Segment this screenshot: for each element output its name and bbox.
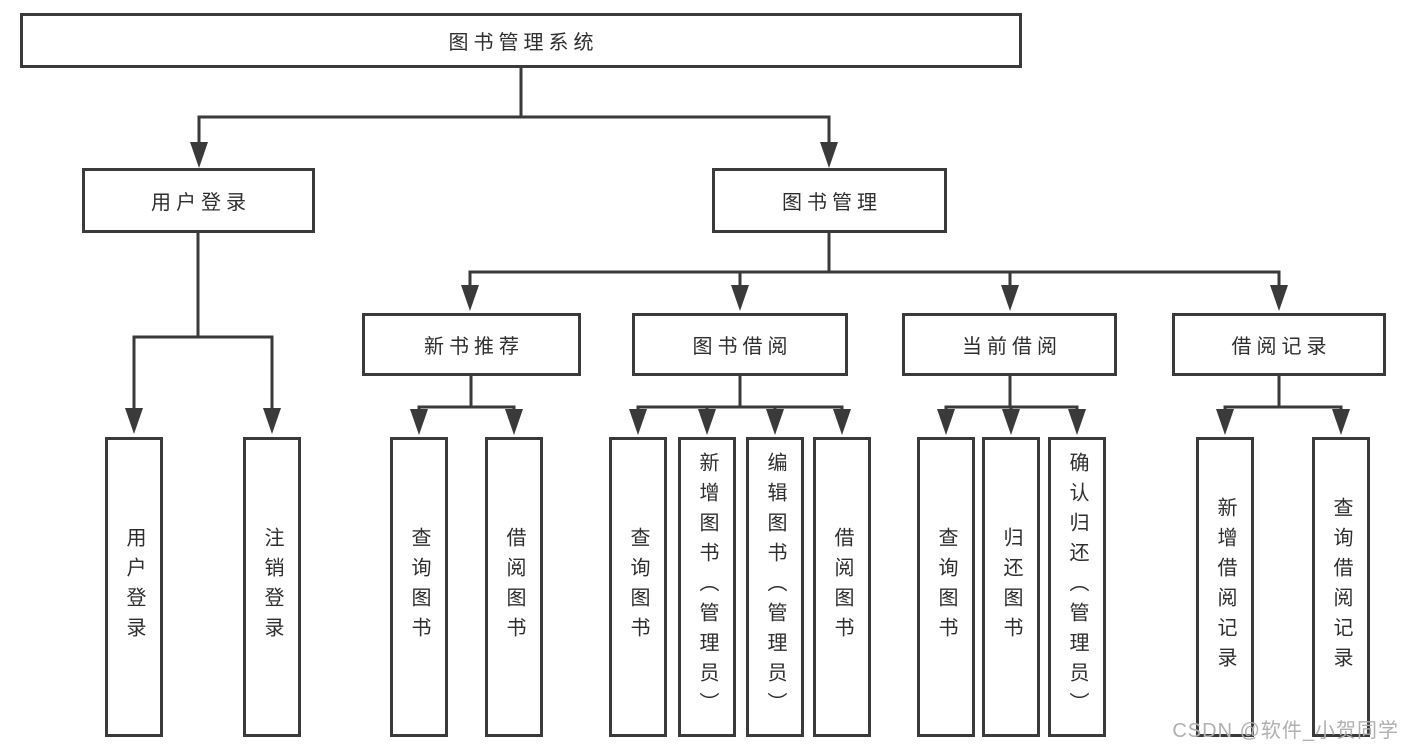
leaf-label: 查询借阅记录 <box>1330 497 1352 677</box>
node-leaf-cb-confirm-return: 确认归还（管理员） <box>1048 437 1106 737</box>
arrowhead <box>263 408 281 434</box>
leaf-label: 归还图书 <box>1000 527 1022 647</box>
arrowhead <box>125 408 143 434</box>
node-leaf-br-add-record: 新增借阅记录 <box>1196 437 1254 737</box>
node-root: 图书管理系统 <box>20 13 1022 68</box>
arrowhead <box>410 409 428 435</box>
arrowhead <box>190 142 208 168</box>
arrowhead <box>1068 409 1086 435</box>
edges-from-book-borrow <box>629 375 851 435</box>
arrowhead <box>833 409 851 435</box>
leaf-label: 新增借阅记录 <box>1214 497 1236 677</box>
node-book-borrow-label: 图书借阅 <box>692 336 793 358</box>
node-user-login: 用户登录 <box>82 168 315 233</box>
arrowhead <box>1270 285 1288 311</box>
node-leaf-logout: 注销登录 <box>243 437 301 737</box>
node-current-borrow-label: 当前借阅 <box>962 336 1062 358</box>
arrowhead <box>731 285 749 311</box>
leaf-label: 确认归还（管理员） <box>1066 452 1088 722</box>
node-book-mgmt-label: 图书管理 <box>782 192 882 214</box>
node-leaf-cb-query-book: 查询图书 <box>917 437 975 737</box>
arrowhead <box>629 409 647 435</box>
watermark: CSDN @软件_小贺同学 <box>1172 720 1399 742</box>
node-leaf-user-login: 用户登录 <box>105 437 163 737</box>
node-leaf-rec-query-book: 查询图书 <box>390 437 448 737</box>
edges-from-user-login <box>125 232 281 434</box>
node-leaf-bb-query-book: 查询图书 <box>609 437 667 737</box>
leaf-label: 查询图书 <box>627 527 649 647</box>
node-leaf-bb-add-book: 新增图书（管理员） <box>678 437 736 737</box>
node-book-mgmt: 图书管理 <box>712 168 947 233</box>
edges-from-current-borrow <box>937 375 1086 435</box>
node-leaf-bb-edit-book: 编辑图书（管理员） <box>746 437 804 737</box>
arrowhead <box>1002 409 1020 435</box>
leaf-label: 查询图书 <box>408 527 430 647</box>
leaf-label: 用户登录 <box>123 527 145 647</box>
arrowhead <box>505 409 523 435</box>
arrowhead <box>1216 409 1234 435</box>
leaf-label: 借阅图书 <box>831 527 853 647</box>
node-current-borrow: 当前借阅 <box>902 313 1117 376</box>
leaf-label: 注销登录 <box>261 527 283 647</box>
node-borrow-records: 借阅记录 <box>1172 313 1386 376</box>
edges-from-new-book-rec <box>410 375 523 435</box>
arrowhead <box>1001 285 1019 311</box>
node-user-login-label: 用户登录 <box>151 192 251 214</box>
arrowhead <box>820 142 838 168</box>
node-new-book-rec-label: 新书推荐 <box>424 336 524 358</box>
arrowhead <box>698 409 716 435</box>
node-leaf-br-query-record: 查询借阅记录 <box>1312 437 1370 737</box>
leaf-label: 查询图书 <box>935 527 957 647</box>
leaf-label: 借阅图书 <box>503 527 525 647</box>
edges-from-borrow-records <box>1216 375 1350 435</box>
node-book-borrow: 图书借阅 <box>632 313 848 376</box>
leaf-label: 新增图书（管理员） <box>696 452 718 722</box>
node-leaf-cb-return-book: 归还图书 <box>982 437 1040 737</box>
edges-from-root <box>190 67 838 168</box>
node-root-label: 图书管理系统 <box>448 32 599 54</box>
arrowhead <box>1332 409 1350 435</box>
arrowhead <box>461 285 479 311</box>
arrowhead <box>937 409 955 435</box>
node-leaf-bb-borrow-book: 借阅图书 <box>813 437 871 737</box>
leaf-label: 编辑图书（管理员） <box>764 452 786 722</box>
arrowhead <box>766 409 784 435</box>
node-borrow-records-label: 借阅记录 <box>1231 336 1332 358</box>
edges-from-book-mgmt <box>461 232 1288 311</box>
node-new-book-rec: 新书推荐 <box>362 313 581 376</box>
node-leaf-rec-borrow-book: 借阅图书 <box>485 437 543 737</box>
